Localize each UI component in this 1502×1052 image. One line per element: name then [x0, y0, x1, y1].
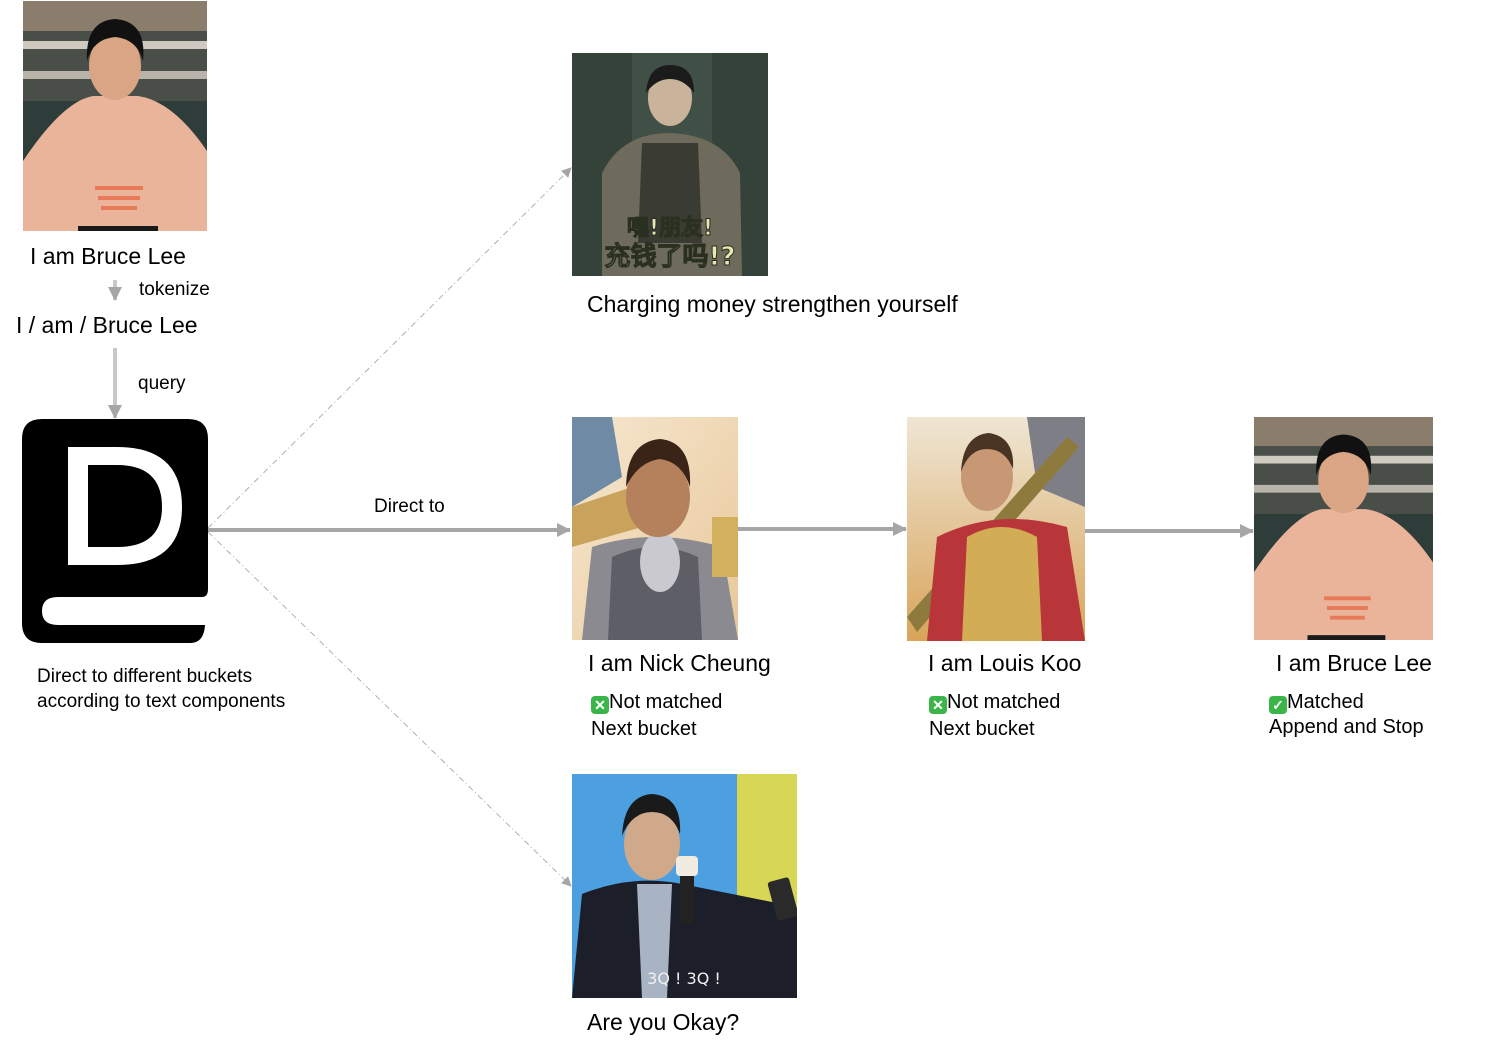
- bucket-status-2: ✕Not matched: [929, 691, 1060, 714]
- query-label: query: [138, 373, 186, 394]
- check-mark-icon: ✓: [1269, 696, 1287, 714]
- bucket-caption-1: I am Nick Cheung: [588, 650, 771, 676]
- cross-mark-icon: ✕: [591, 696, 609, 714]
- tokenize-label: tokenize: [139, 279, 210, 300]
- bucket-action-1: Next bucket: [591, 718, 697, 740]
- dictionary-description-line2: according to text components: [37, 691, 286, 712]
- cross-mark-icon: ✕: [929, 696, 947, 714]
- bucket-photo-bruce-lee: [1254, 417, 1433, 640]
- bottom-bucket-photo: 3Q ! 3Q !: [572, 774, 797, 998]
- bucket-photo-louis-koo: [907, 417, 1085, 641]
- svg-text:充钱了吗!?: 充钱了吗!?: [605, 241, 736, 272]
- bucket-action-2: Next bucket: [929, 718, 1035, 740]
- bucket-status-1: ✕Not matched: [591, 691, 722, 714]
- svg-text:嘿!朋友!: 嘿!朋友!: [627, 216, 713, 241]
- top-bucket-photo: 嘿!朋友! 充钱了吗!?: [572, 53, 768, 276]
- bruce-lee-source-photo: [23, 1, 207, 231]
- direct-to-label: Direct to: [374, 496, 445, 517]
- bottom-bucket-caption: Are you Okay?: [587, 1009, 740, 1035]
- tokens-text: I / am / Bruce Lee: [16, 312, 198, 338]
- bucket-caption-3: I am Bruce Lee: [1276, 650, 1432, 676]
- dictionary-book-icon: [22, 419, 208, 643]
- bucket-photo-nick-cheung: [572, 417, 738, 640]
- dashed-arrow-top: [207, 167, 572, 529]
- svg-text:3Q ! 3Q !: 3Q ! 3Q !: [647, 969, 721, 988]
- source-caption: I am Bruce Lee: [30, 243, 186, 269]
- bucket-caption-2: I am Louis Koo: [928, 650, 1082, 676]
- bucket-status-3: ✓Matched: [1269, 691, 1364, 714]
- top-bucket-caption: Charging money strengthen yourself: [587, 291, 958, 317]
- dictionary-description-line1: Direct to different buckets: [37, 666, 253, 687]
- bucket-action-3: Append and Stop: [1269, 716, 1424, 738]
